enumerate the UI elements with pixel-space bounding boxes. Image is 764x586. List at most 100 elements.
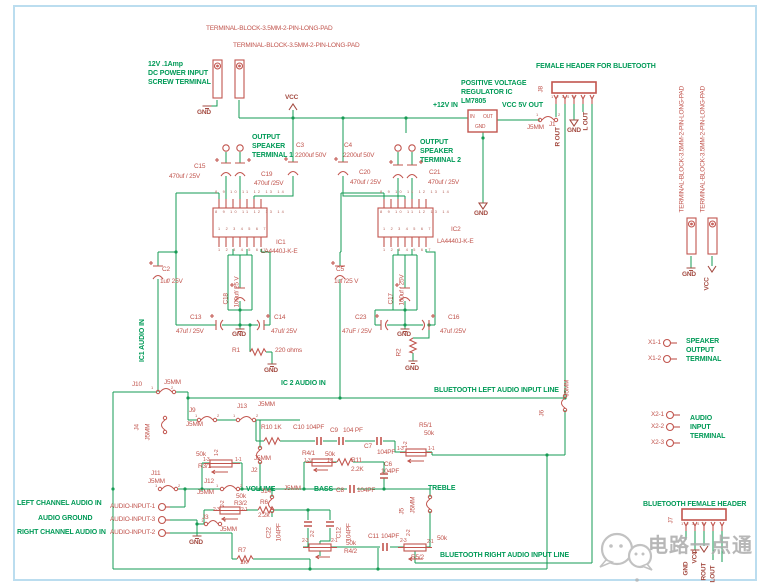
c22-val: 104PF — [275, 523, 283, 542]
reg-pin-out: OUT — [483, 114, 493, 120]
c16-ref: C16 — [448, 314, 460, 321]
c12-val: 104PF — [345, 523, 353, 542]
bt-female-header-label: BLUETOOTH FEMALE HEADER — [643, 501, 747, 508]
r41-pin11: 1-1 — [327, 458, 334, 464]
c5-val: 1uf /25 V — [334, 278, 359, 285]
spk1-line2: SPEAKER — [252, 143, 286, 150]
c12-ref: C12 — [335, 527, 343, 539]
audio-ground-label: AUDIO GROUND — [38, 515, 93, 522]
r2-ref: R2 — [395, 348, 403, 357]
audio-in-line1: AUDIO — [690, 415, 713, 422]
c10-ref: C10 — [293, 424, 305, 431]
c20-val: 470uf / 25V — [350, 179, 382, 186]
jumper-j4-ref: J4 — [133, 424, 141, 431]
r51-pin12: 1-2 — [403, 441, 409, 448]
jumper-j1-type: J5MM — [527, 124, 544, 131]
power-input-line3: SCREW TERMINAL — [148, 79, 211, 86]
gnd-label-topleft: GND — [197, 109, 211, 116]
supply-symbols — [192, 103, 717, 554]
c7-ref: C7 — [364, 443, 372, 450]
x2-3-label: X2-3 — [651, 439, 664, 446]
gnd-label-tbr: GND — [682, 271, 696, 278]
bt-right-line-label: BLUETOOTH RIGHT AUDIO INPUT LINE — [440, 552, 570, 559]
reg-pin-in: IN — [470, 114, 475, 120]
audio-in-line2: INPUT — [690, 424, 711, 431]
r32-val: 50k — [236, 493, 246, 500]
r11-val: 2.2K — [351, 466, 364, 473]
r32-ref: R3/2 — [234, 500, 247, 507]
spk-out-line1: SPEAKER — [686, 338, 720, 345]
r1-ref: R1 — [232, 347, 240, 354]
r52-pin23: 2-3 — [400, 538, 407, 544]
jumper-j10-ref: J10 — [132, 381, 142, 388]
ic2-ref: IC2 — [451, 226, 461, 233]
r7-val: 1K — [240, 559, 248, 566]
ic1-audio-in-label: IC1 AUDIO IN — [139, 319, 146, 362]
spk1-line1: OUTPUT — [252, 134, 281, 141]
jumper-j10-type: J5MM — [164, 379, 181, 386]
tb-label-1: TERMINAL-BLOCK-3.5MM-2-PIN-LONG-PAD — [206, 25, 333, 32]
r31-ref: R3/1 — [198, 463, 211, 470]
ic2-audio-in-label: IC 2 AUDIO IN — [281, 380, 326, 387]
component-symbols — [149, 59, 727, 564]
right-channel-label: RIGHT CHANNEL AUDIO IN — [17, 529, 106, 536]
c3-val: 2200uf 50V — [295, 152, 327, 159]
c14-ref: C14 — [274, 314, 286, 321]
r6-val: 2.2k — [258, 512, 270, 519]
j3-pin1: 1 — [201, 518, 205, 523]
jumper-j11-ref: J11 — [151, 470, 161, 477]
ic1-pins-top-out: 8 9 10 11 12 13 14 — [215, 190, 286, 194]
gnd-label-reg: GND — [474, 210, 488, 217]
audio-input-2-label: AUDIO-INPUT-2 — [110, 529, 156, 536]
c7-val: 104PF — [377, 449, 396, 456]
jumper-j5-ref: J5 — [398, 508, 406, 515]
j7-gnd-label: GND — [682, 561, 690, 576]
j11-pin2: 2 — [178, 483, 182, 488]
ic1-pins-bot-in: 1 2 3 4 5 6 7 — [218, 227, 268, 231]
c10-val: 104PF — [306, 424, 325, 431]
c4-ref: C4 — [344, 142, 352, 149]
c19-val: 470uf /25V — [254, 180, 284, 187]
junction-dots — [111, 116, 567, 571]
r32-pin22: 2-2 — [220, 500, 226, 507]
x1-2-label: X1-2 — [648, 355, 661, 362]
r42-pin21: 2-1 — [331, 538, 338, 544]
r7-ref: R7 — [238, 547, 246, 554]
tb-label-2: TERMINAL-BLOCK-3.5MM-2-PIN-LONG-PAD — [233, 42, 360, 49]
r31-pin13: 1-3 — [203, 457, 210, 463]
ic2-pins-bot-in: 1 2 3 4 5 6 7 — [383, 227, 433, 231]
jumper-j14-ref: J14 — [261, 488, 271, 495]
r52-ref: R5/2 — [411, 554, 424, 561]
c4-val: 2200uf 50V — [343, 152, 375, 159]
jumper-j12-ref: J12 — [204, 478, 214, 485]
j3-pin2: 2 — [224, 518, 228, 523]
ic1-pins-top-in: 8 9 10 11 12 13 14 — [215, 210, 286, 214]
power-input-line2: DC POWER INPUT — [148, 70, 209, 77]
page-frame — [13, 5, 757, 581]
c21-val: 470uf / 25V — [428, 179, 460, 186]
audio-input-1-label: AUDIO-INPUT-1 — [110, 503, 156, 510]
left-channel-label: LEFT CHANNEL AUDIO IN — [17, 500, 102, 507]
r42-ref: R4/2 — [344, 548, 357, 555]
gnd-label-r1: GND — [264, 367, 278, 374]
r11-ref: R11 — [351, 457, 362, 464]
j12-pin2: 2 — [240, 483, 244, 488]
treble-label: TREBLE — [428, 485, 456, 492]
jumper-j12-type: J5MM — [197, 489, 214, 496]
jumper-j9-type: J5MM — [186, 421, 203, 428]
j1-pin2: 2 — [558, 112, 562, 117]
jumper-j5-type: J5MM — [409, 496, 417, 514]
c15-val: 470uf / 25V — [169, 173, 201, 180]
header-j7-ref: J7 — [667, 517, 675, 524]
r42-val: 50k — [346, 540, 356, 547]
r41-ref: R4/1 — [302, 450, 315, 457]
j7-rout-label: ROUT — [700, 562, 708, 581]
r1-val: 220 ohms — [275, 347, 302, 354]
jumper-j13-ref: J13 — [237, 403, 247, 410]
ic2-pins-top-out: 8 9 10 11 12 13 14 — [380, 190, 451, 194]
c18-ref: C18 — [222, 293, 230, 305]
r32-pin23: 2-3 — [213, 507, 220, 513]
spk-out-line2: OUTPUT — [686, 347, 715, 354]
audio-input-3-label: AUDIO-INPUT-3 — [110, 516, 156, 523]
header-j7-pins: 1 2 3 4 5 — [681, 521, 706, 526]
